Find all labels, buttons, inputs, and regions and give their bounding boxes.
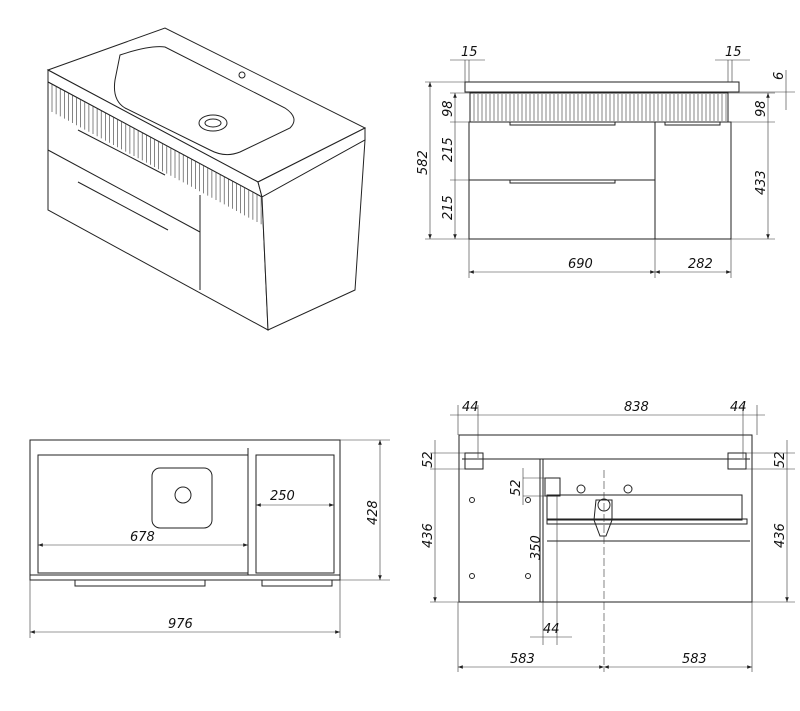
dim-total-width: 976 <box>168 617 193 632</box>
dim-drawer-bottom: 215 <box>441 195 456 220</box>
dim-height-left: 436 <box>421 523 436 548</box>
dim-height-right: 436 <box>773 523 788 548</box>
front-view: 15 15 6 582 98 215 215 98 433 690 282 <box>416 45 795 278</box>
dim-overhang-left: 15 <box>461 45 478 60</box>
dim-overhang-right: 15 <box>725 45 742 60</box>
dim-total-height: 582 <box>416 150 431 175</box>
dim-drawer-top: 215 <box>441 137 456 162</box>
faucet-hole <box>238 71 246 79</box>
wall-bracket <box>727 452 747 470</box>
cabinet-outline <box>29 439 341 581</box>
dim-band-right: 98 <box>754 100 769 117</box>
dim-band-left: 98 <box>441 100 456 117</box>
dim-side-width: 250 <box>270 489 295 504</box>
dim-half-left: 583 <box>510 652 535 667</box>
basin <box>114 46 295 156</box>
drawer-handle <box>77 129 166 176</box>
dim-door-width: 282 <box>688 257 713 272</box>
drain <box>198 114 228 132</box>
inner-bracket <box>544 477 561 497</box>
rear-view: 44 838 44 52 52 436 436 52 350 44 583 58… <box>421 400 795 672</box>
dim-slab: 6 <box>772 72 787 80</box>
dim-bracket-spacing: 838 <box>624 400 649 415</box>
drawer-handle <box>77 181 169 231</box>
dim-inner-width-rear: 44 <box>543 622 560 637</box>
dim-depth: 428 <box>366 500 381 525</box>
dim-inner-offset: 350 <box>529 535 544 560</box>
siphon-cutout <box>151 467 213 529</box>
dim-bracket-left: 44 <box>462 400 479 415</box>
siphon <box>174 486 192 504</box>
dim-bracket-height-right: 52 <box>773 451 788 468</box>
cabinet-side <box>261 139 366 331</box>
fluted-band <box>469 92 729 123</box>
dim-inner-bracket: 52 <box>509 479 524 496</box>
wall-bracket <box>464 452 484 470</box>
dim-door-height: 433 <box>754 170 769 195</box>
dim-bracket-height-left: 52 <box>421 451 436 468</box>
dim-bracket-right: 44 <box>730 400 747 415</box>
dim-half-right: 583 <box>682 652 707 667</box>
siphon <box>593 499 613 537</box>
dim-inner-width: 678 <box>130 530 155 545</box>
dim-drawer-width: 690 <box>568 257 593 272</box>
countertop <box>464 81 740 93</box>
isometric-view <box>46 27 367 331</box>
section-view: 428 250 678 976 <box>29 439 390 638</box>
